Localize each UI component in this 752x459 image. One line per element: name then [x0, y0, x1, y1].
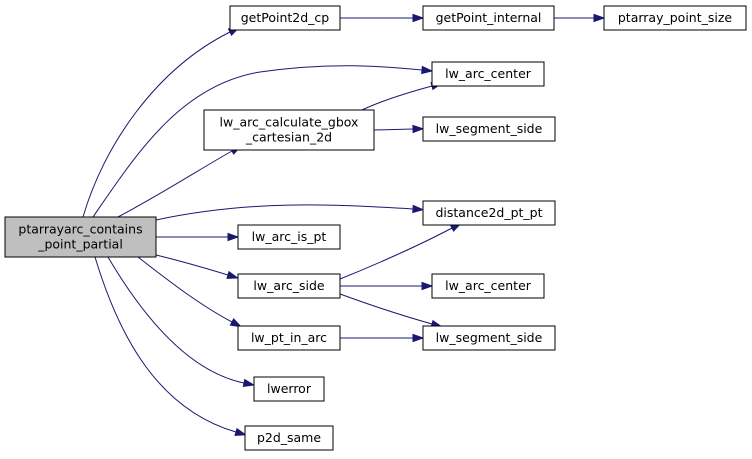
edge-line — [94, 256, 237, 433]
edge-line — [137, 256, 233, 323]
node-root: ptarrayarc_contains_point_partial — [4, 216, 157, 258]
node-label: ptarray_point_size — [618, 10, 733, 25]
edge-root-to-p2d_same — [94, 256, 248, 436]
arrowhead — [421, 281, 434, 291]
edge-lw_arc_side-to-lw_arc_center_2 — [340, 281, 434, 291]
node-label: lw_arc_center — [445, 278, 532, 293]
node-box — [203, 109, 375, 151]
edge-root-to-lw_pt_in_arc — [137, 256, 243, 328]
arrowhead — [421, 65, 434, 75]
node-lw-arc-calculate-gbox[interactable]: lw_arc_calculate_gbox_cartesian_2d — [203, 109, 375, 151]
nodes-layer: ptarrayarc_contains_point_partial getPoin… — [4, 5, 747, 451]
arrowhead — [226, 270, 240, 279]
node-box — [229, 5, 341, 31]
node-box — [4, 216, 157, 258]
edge-line — [361, 85, 433, 111]
edge-line — [117, 150, 233, 218]
edge-line — [373, 128, 414, 131]
edge-lw_arc_calculate_gbox-to-lw_segment_side_1 — [373, 124, 425, 134]
edge-lw_pt_in_arc-to-lw_segment_side_2 — [340, 333, 425, 343]
node-label: getPoint_internal — [436, 10, 542, 25]
node-label: ptarrayarc_contains — [18, 222, 142, 237]
node-label: lw_arc_center — [445, 66, 532, 81]
node-box — [422, 116, 556, 142]
edge-line — [82, 31, 231, 218]
node-label: lw_segment_side — [436, 121, 543, 136]
edge-root-to-distance2d_pt_pt — [155, 204, 425, 221]
edge-lw_arc_side-to-distance2d_pt_pt — [339, 222, 463, 280]
node-box — [244, 425, 334, 451]
edge-lw_arc_side-to-lw_segment_side_2 — [339, 293, 444, 328]
node-lw-arc-center-2[interactable]: lw_arc_center — [431, 273, 545, 299]
node-lw-pt-in-arc[interactable]: lw_pt_in_arc — [237, 325, 341, 351]
arrowhead — [412, 204, 425, 214]
node-getPoint-internal[interactable]: getPoint_internal — [422, 5, 555, 31]
arrowhead — [412, 124, 425, 134]
node-box — [422, 200, 556, 226]
edge-line — [92, 65, 423, 218]
node-lwerror[interactable]: lwerror — [253, 376, 325, 402]
edge-line — [155, 254, 229, 276]
node-lw-arc-side[interactable]: lw_arc_side — [237, 273, 341, 299]
node-label: p2d_same — [257, 430, 321, 445]
arrowhead — [227, 232, 240, 242]
node-lw-arc-center-1[interactable]: lw_arc_center — [431, 61, 545, 87]
node-label: _cartesian_2d — [245, 130, 332, 145]
node-label: lw_arc_is_pt — [252, 229, 327, 244]
edge-root-to-lw_arc_side — [155, 254, 240, 279]
node-box — [237, 325, 341, 351]
node-lw-arc-is-pt[interactable]: lw_arc_is_pt — [237, 224, 341, 250]
node-box — [431, 61, 545, 87]
edge-line — [107, 256, 245, 384]
node-box — [422, 325, 556, 351]
node-box — [603, 5, 747, 31]
arrowhead — [593, 13, 606, 23]
edge-getPoint2d_cp-to-getPoint_internal — [340, 13, 425, 23]
node-box — [253, 376, 325, 402]
edge-lw_arc_calculate_gbox-to-lw_arc_center_1 — [361, 82, 444, 111]
node-getPoint2d-cp[interactable]: getPoint2d_cp — [229, 5, 341, 31]
node-ptarray-point-size[interactable]: ptarray_point_size — [603, 5, 747, 31]
arrowhead — [412, 333, 425, 343]
node-label: lw_arc_side — [253, 278, 325, 293]
edge-root-to-lw_arc_center_1 — [92, 65, 434, 218]
arrowhead — [242, 378, 256, 388]
node-box — [237, 273, 341, 299]
node-label: lw_segment_side — [436, 330, 543, 345]
node-label: lw_arc_calculate_gbox — [220, 115, 359, 130]
node-distance2d-pt-pt[interactable]: distance2d_pt_pt — [422, 200, 556, 226]
edge-line — [339, 293, 433, 325]
node-lw-segment-side-2[interactable]: lw_segment_side — [422, 325, 556, 351]
edge-line — [155, 204, 414, 221]
node-box — [422, 5, 555, 31]
node-lw-segment-side-1[interactable]: lw_segment_side — [422, 116, 556, 142]
node-box — [237, 224, 341, 250]
edge-root-to-lw_arc_is_pt — [156, 232, 240, 242]
node-label: lwerror — [267, 381, 312, 396]
arrowhead — [234, 427, 248, 436]
node-label: getPoint2d_cp — [241, 10, 330, 25]
node-p2d-same[interactable]: p2d_same — [244, 425, 334, 451]
arrowhead — [229, 318, 243, 328]
edge-getPoint_internal-to-ptarray_point_size — [554, 13, 606, 23]
arrowhead — [412, 13, 425, 23]
edge-line — [339, 227, 453, 280]
node-box — [431, 273, 545, 299]
node-label: lw_pt_in_arc — [251, 330, 327, 345]
node-label: distance2d_pt_pt — [435, 205, 542, 220]
node-label: _point_partial — [37, 237, 123, 252]
edge-root-to-lwerror — [107, 256, 256, 388]
